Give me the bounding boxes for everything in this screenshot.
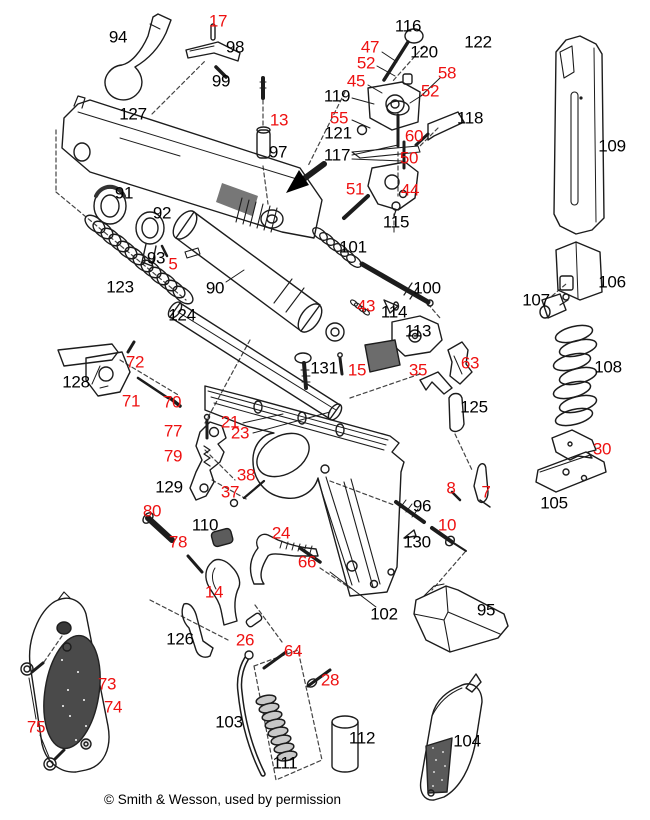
- trigger-drawing: [182, 560, 263, 658]
- sear-assembly-drawing: [190, 415, 226, 501]
- trigger-spring-drawing: [255, 694, 297, 763]
- copyright-notice: © Smith & Wesson, used by permission: [104, 792, 342, 807]
- label-leader-lines: [29, 52, 440, 757]
- barrel-drawing: [168, 207, 344, 341]
- plunger-tube-drawing: [332, 716, 358, 772]
- recoil-spring-guide-drawing: [166, 300, 345, 422]
- dashed-alignment-lines: [44, 46, 566, 780]
- safety-assembly-drawing: [344, 29, 464, 218]
- recoil-plug-drawing: [94, 187, 200, 266]
- magazine-spring-drawing: [552, 322, 599, 429]
- magazine-buttplate-drawing: [536, 452, 606, 492]
- frame-drawing: [205, 386, 404, 596]
- mag-catch-parts-drawing: [396, 464, 490, 551]
- firing-pin-parts-drawing: [257, 78, 270, 158]
- backstrap-housing-drawing: [414, 584, 508, 652]
- slide-stop-drawing: [58, 342, 180, 406]
- left-grip-drawing: [21, 592, 109, 772]
- plunger-parts-drawing: [141, 481, 264, 572]
- drawbar-lever-drawing: [251, 534, 320, 584]
- firing-pin-drawing: [362, 264, 433, 306]
- grip-screw-drawing: [295, 353, 342, 388]
- pointer-arrow: [286, 164, 324, 193]
- firing-pin-spring-drawing: [311, 225, 364, 270]
- magazine-catch-drawing: [540, 242, 602, 318]
- hammer-drawing: [105, 14, 171, 100]
- recoil-spring-drawing: [82, 212, 196, 307]
- slide-drawing: [62, 96, 322, 238]
- magazine-drawing: [554, 36, 604, 234]
- hammer-small-parts-drawing: [349, 299, 442, 372]
- trigger-pins-drawing: [264, 652, 330, 689]
- rear-sight-drawing: [186, 24, 240, 77]
- right-grip-drawing: [421, 674, 482, 800]
- trigger-bar-drawing: [239, 651, 263, 774]
- ejector-parts-drawing: [420, 342, 472, 431]
